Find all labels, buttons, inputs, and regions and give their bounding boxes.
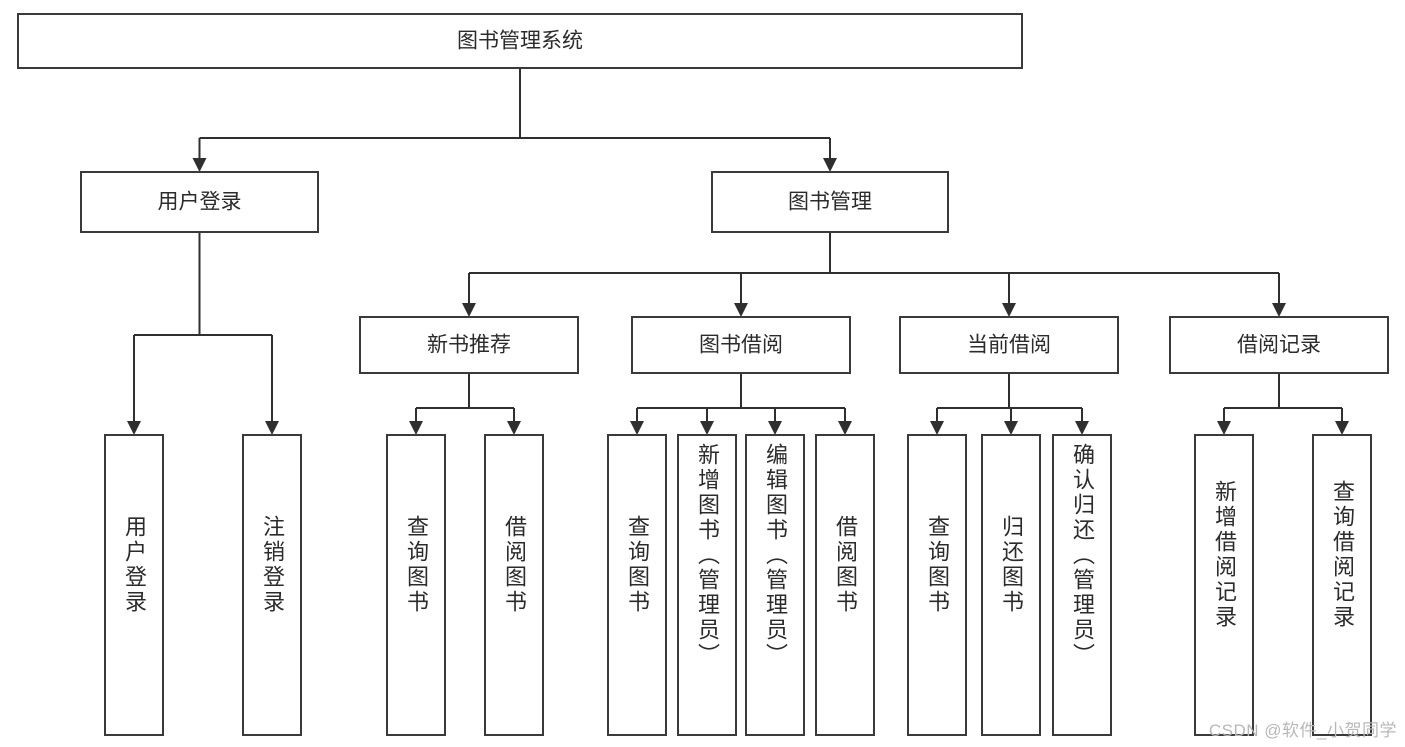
node-box-current-borrow[interactable] [898, 315, 1120, 375]
node-label-user-login: 用户登录 [158, 191, 242, 214]
node-box-leaf-query-book-2[interactable] [606, 433, 668, 737]
node-label-book-borrow: 图书借阅 [699, 334, 783, 357]
arrow-to-leaf-query-book-2 [630, 421, 644, 435]
arrow-to-leaf-query-book-1 [409, 421, 423, 435]
node-box-root[interactable] [16, 12, 1024, 70]
node-label-book-manage: 图书管理 [788, 191, 872, 214]
node-label-new-book-rec: 新书推荐 [427, 334, 511, 357]
node-box-borrow-record[interactable] [1168, 315, 1390, 375]
node-box-leaf-query-book-3[interactable] [906, 433, 968, 737]
arrow-to-leaf-edit-book [768, 421, 782, 435]
node-box-leaf-borrow-book-1[interactable] [483, 433, 545, 737]
node-box-book-borrow[interactable] [630, 315, 852, 375]
node-box-leaf-return-book[interactable] [980, 433, 1042, 737]
arrow-to-leaf-borrow-book-1 [507, 421, 521, 435]
watermark: CSDN @软件_小贺同学 [1208, 721, 1397, 740]
arrow-to-new-book-rec [462, 303, 476, 317]
connectors-layer [127, 68, 1349, 435]
boxes-layer [16, 12, 1390, 737]
arrow-to-leaf-query-book-3 [930, 421, 944, 435]
node-label-current-borrow: 当前借阅 [967, 334, 1051, 357]
arrow-to-borrow-record [1272, 303, 1286, 317]
node-box-leaf-query-record[interactable] [1311, 433, 1373, 737]
node-box-leaf-query-book-1[interactable] [385, 433, 447, 737]
arrow-to-current-borrow [1002, 303, 1016, 317]
arrow-to-leaf-logout [265, 421, 279, 435]
arrow-to-leaf-add-record [1217, 421, 1231, 435]
node-box-leaf-add-book[interactable] [676, 433, 738, 737]
node-box-leaf-confirm-return[interactable] [1051, 433, 1113, 737]
node-box-leaf-borrow-book-2[interactable] [814, 433, 876, 737]
node-box-leaf-logout[interactable] [241, 433, 303, 737]
arrow-to-leaf-confirm-return [1075, 421, 1089, 435]
node-box-new-book-rec[interactable] [358, 315, 580, 375]
node-box-leaf-edit-book[interactable] [744, 433, 806, 737]
node-box-book-manage[interactable] [710, 170, 950, 234]
arrow-to-user-login [192, 158, 207, 172]
arrow-to-leaf-user-login [127, 421, 141, 435]
arrow-to-leaf-add-book [700, 421, 714, 435]
arrow-to-book-manage [823, 158, 837, 172]
arrow-to-leaf-return-book [1004, 421, 1018, 435]
node-box-leaf-add-record[interactable] [1193, 433, 1255, 737]
node-label-borrow-record: 借阅记录 [1237, 334, 1321, 357]
arrow-to-book-borrow [734, 303, 748, 317]
arrow-to-leaf-borrow-book-2 [838, 421, 852, 435]
arrow-to-leaf-query-record [1335, 421, 1349, 435]
node-box-user-login[interactable] [79, 170, 320, 234]
node-label-root: 图书管理系统 [457, 30, 583, 53]
node-box-leaf-user-login[interactable] [103, 433, 165, 737]
